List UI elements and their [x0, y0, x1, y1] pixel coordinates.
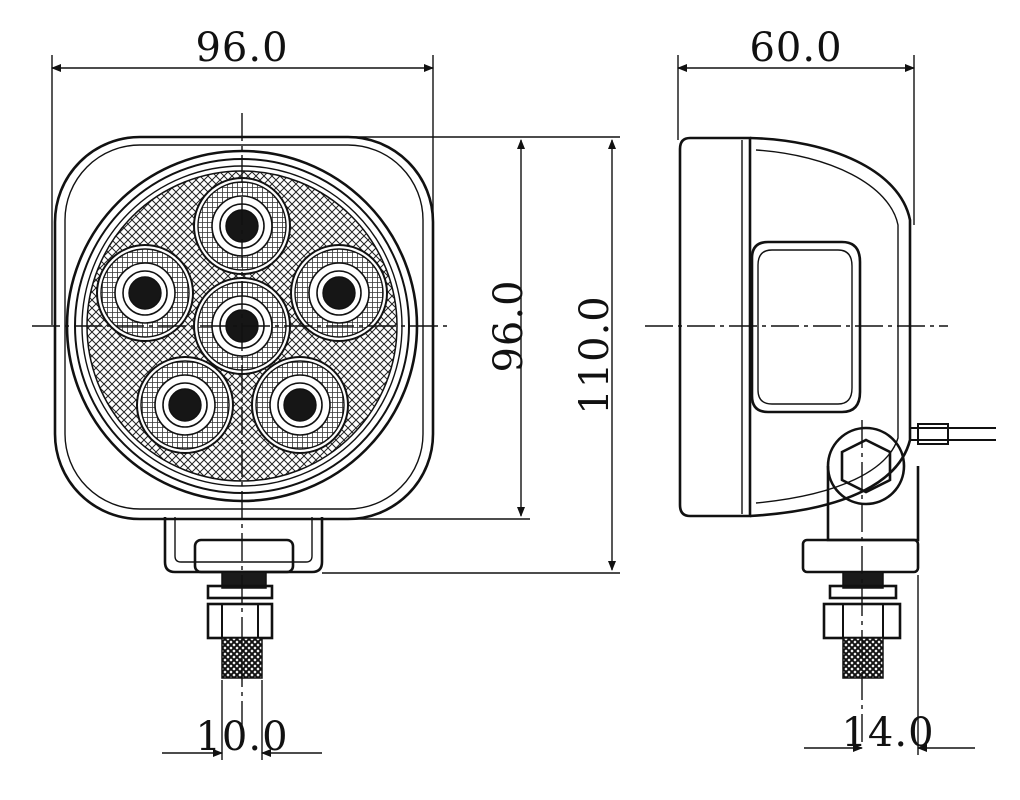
front-bracket: [163, 517, 324, 574]
front-washer: [206, 584, 274, 600]
led-module: [290, 244, 388, 342]
front-nut: [206, 602, 274, 640]
side-cable: [910, 427, 996, 441]
front-view: [32, 113, 452, 735]
led-module: [96, 244, 194, 342]
bolt-diameter-dimension: 10.0: [195, 714, 288, 760]
front-width-dimension: 96.0: [195, 25, 288, 71]
led-module: [251, 356, 349, 454]
side-bolt-offset-dimension: 14.0: [841, 710, 934, 756]
side-hex-bolt: [840, 438, 892, 494]
led-group: [96, 177, 388, 454]
front-bracket-base: [193, 538, 295, 574]
led-module: [136, 356, 234, 454]
side-washer: [828, 584, 898, 600]
side-bezel: [678, 136, 752, 518]
side-bolt-thread: [842, 637, 884, 679]
side-depth-dimension: 60.0: [749, 25, 842, 71]
total-height-dimension: 110.0: [572, 295, 618, 415]
lens-diameter-dimension: 96.0: [486, 279, 532, 372]
side-heatsink-window: [750, 240, 862, 414]
side-view: [645, 136, 996, 745]
front-bolt-shank: [221, 571, 267, 589]
side-bolt-shank: [842, 571, 884, 589]
front-housing-inner-outline: [64, 144, 424, 510]
dimension-annotations: 96.0 96.0 110.0 10.0 60.0 14.0: [51, 25, 975, 760]
side-rear-body: [749, 136, 912, 518]
